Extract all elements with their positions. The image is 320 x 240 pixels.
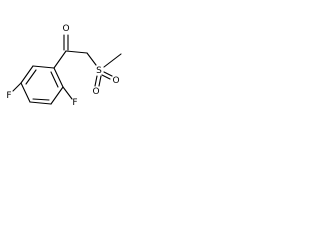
fluorine-para-label: F (6, 91, 11, 101)
ring-bond (32, 65, 55, 69)
fluorine-ortho-label: F (72, 98, 77, 108)
sulfonyl-double-bond (101, 74, 111, 80)
sulfonyl-oxygen-label-2: O (112, 76, 119, 86)
chemical-structure-diagram: O S O O F F (6, 24, 122, 108)
ring-double-bond (32, 98, 50, 101)
sulfur-label: S (96, 66, 102, 76)
benzene-ring (20, 65, 64, 105)
ring-double-bond (50, 71, 59, 88)
methylene-sulfur-bond (86, 52, 97, 66)
sulfonyl-double-bond (98, 75, 102, 87)
ring-double-bond (25, 69, 37, 85)
sulfur-methyl-bond (103, 53, 122, 68)
ring-fluorine-bond (62, 86, 73, 100)
sulfonyl-double-bond (103, 71, 113, 77)
sulfonyl-double-bond (94, 75, 98, 87)
ring-bond (53, 67, 64, 88)
carbonyl-oxygen-label: O (62, 24, 69, 34)
sulfonyl-oxygen-label-1: O (92, 87, 99, 97)
carbonyl-methylene-bond (65, 50, 88, 54)
ring-bond (20, 65, 34, 84)
ring-bond (29, 101, 52, 105)
ring-fluorine-bond (12, 82, 22, 92)
ring-bond (50, 86, 64, 105)
ring-carbonyl-bond (53, 50, 67, 69)
ring-bond (20, 82, 31, 103)
